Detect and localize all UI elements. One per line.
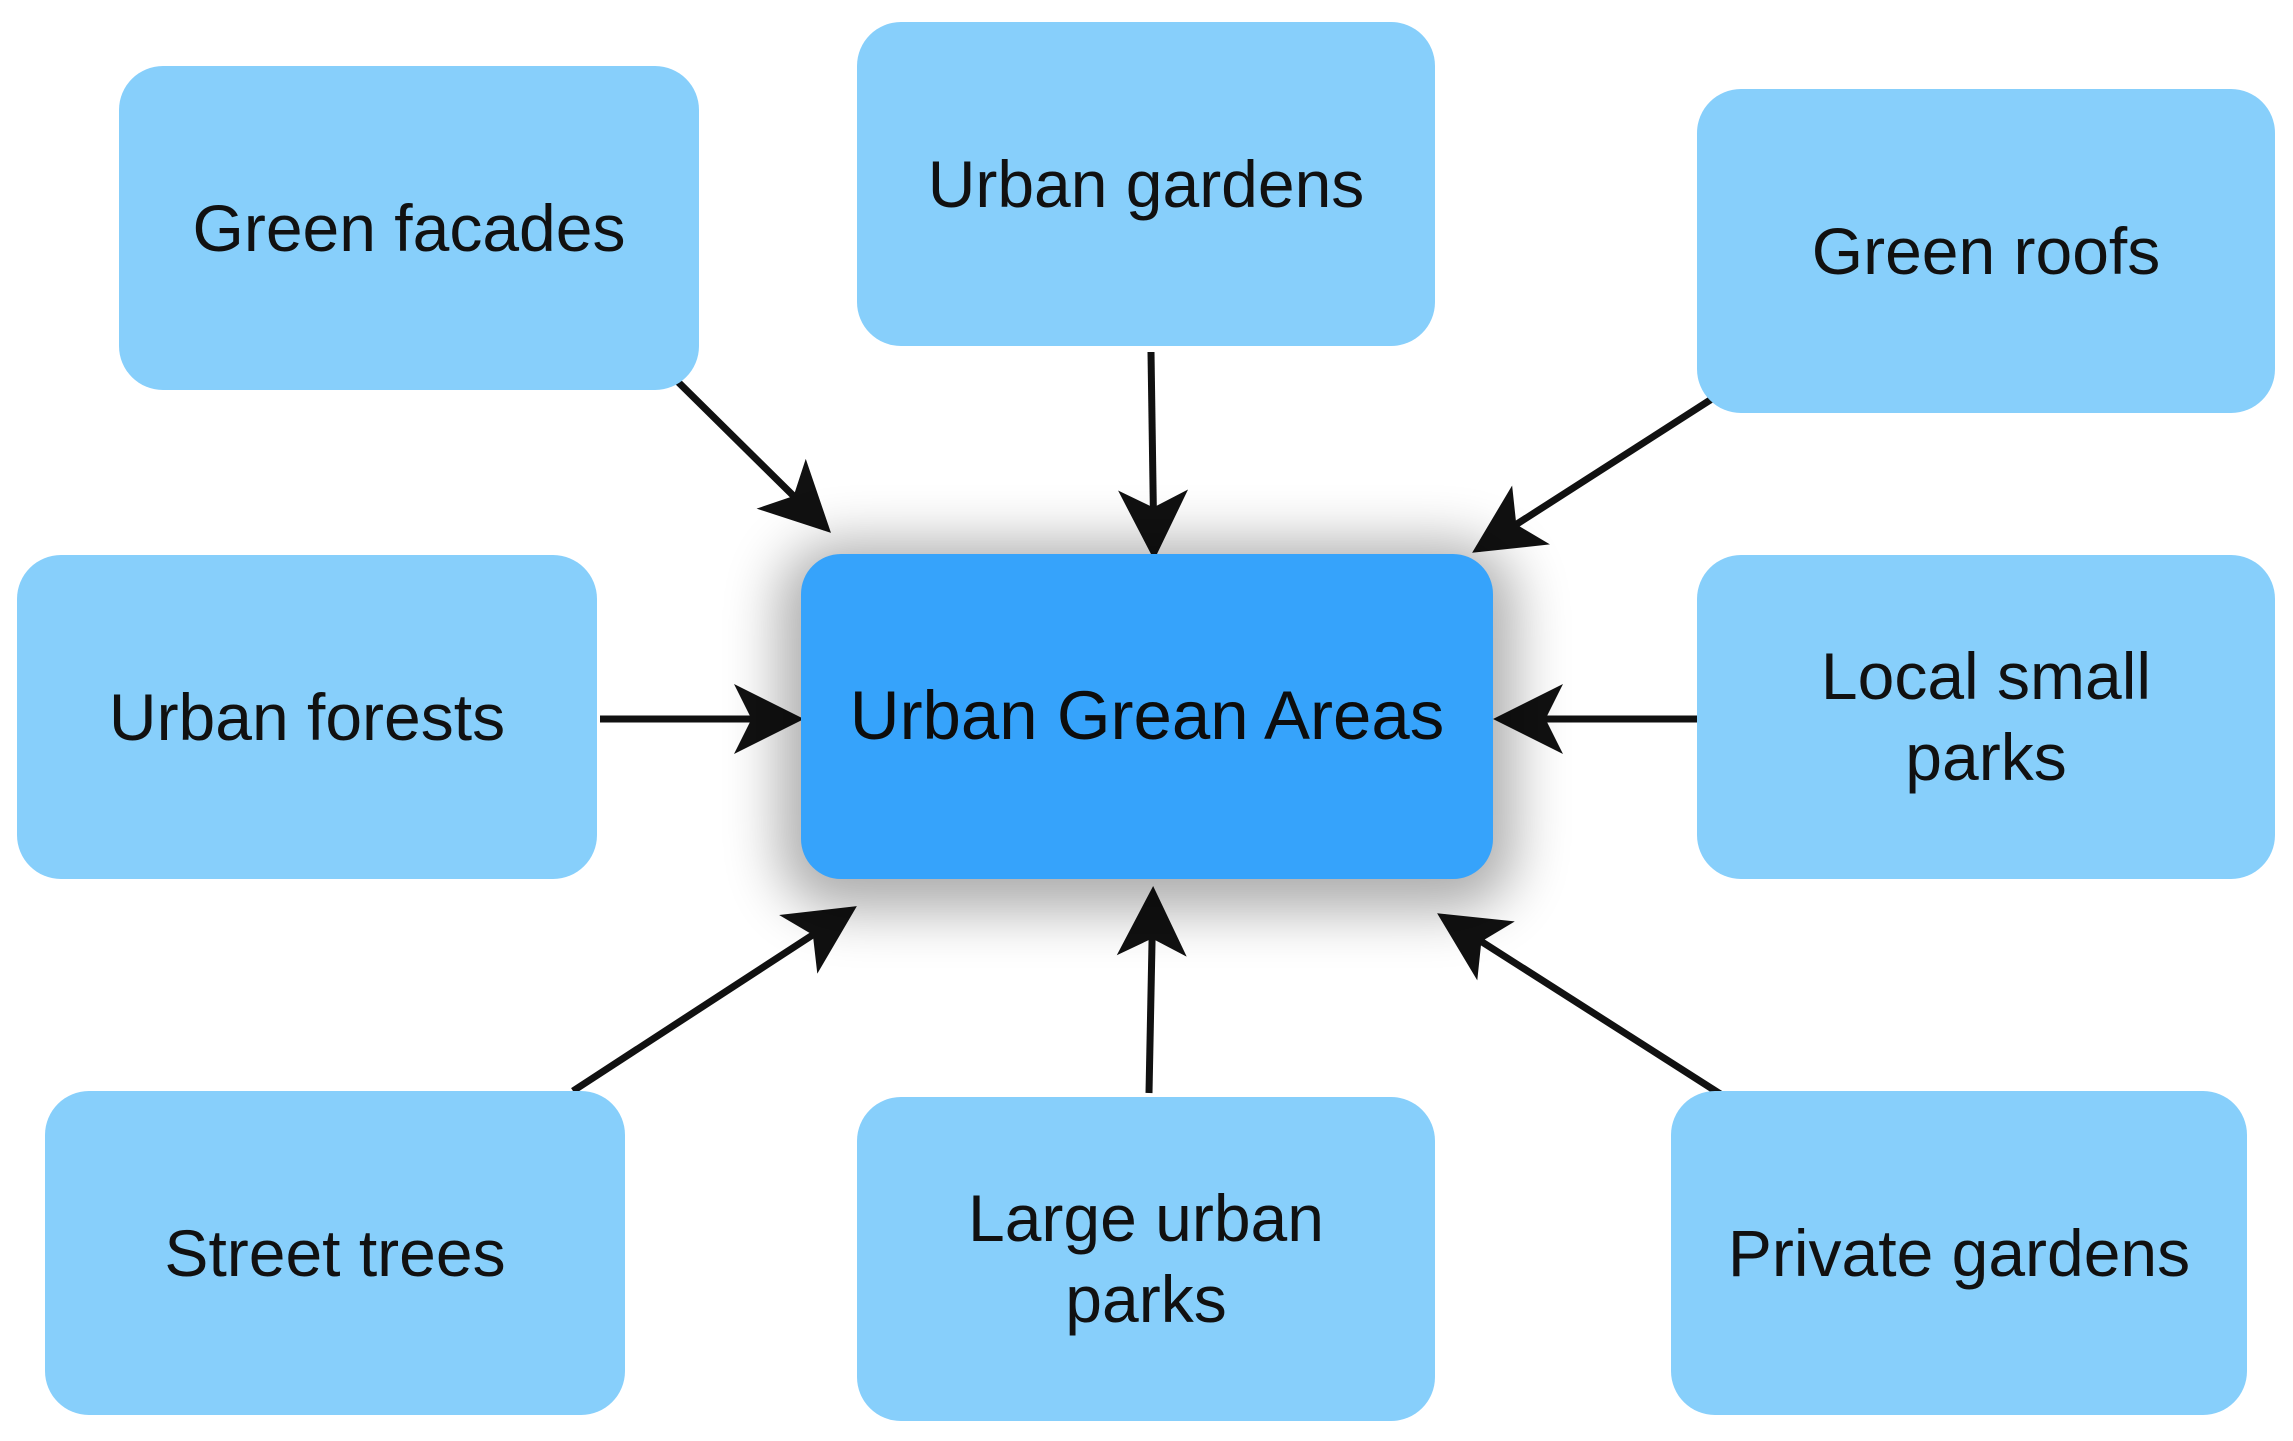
node-green-facades-label: Green facades: [192, 190, 626, 265]
arrow-green-roofs: [1472, 392, 1720, 553]
node-green-roofs-label: Green roofs: [1811, 213, 2161, 288]
node-local-small-parks-text: Local small parks: [1821, 636, 2151, 797]
node-local-small-parks: Local small parks: [1697, 555, 2275, 879]
arrow-private-gardens: [1437, 913, 1727, 1100]
arrow-urban-gardens: [1118, 351, 1189, 560]
node-green-roofs: Green roofs: [1697, 89, 2275, 413]
node-urban-gardens: Urban gardens: [857, 22, 1435, 346]
node-large-urban-parks-text: Large urban parks: [968, 1178, 1324, 1339]
node-large-urban-parks: Large urban parks: [857, 1097, 1435, 1421]
node-urban-green-areas: Urban Grean Areas: [801, 554, 1493, 879]
node-green-facades: Green facades: [119, 66, 699, 390]
arrow-large-urban-parks: [1116, 886, 1187, 1094]
arrow-green-facades: [665, 369, 831, 533]
center-label: Urban Grean Areas: [849, 677, 1445, 755]
node-street-trees-label: Street trees: [164, 1215, 506, 1290]
node-local-small-parks-line2: parks: [1905, 720, 2067, 794]
node-urban-forests: Urban forests: [17, 555, 597, 879]
node-private-gardens: Private gardens: [1671, 1091, 2247, 1415]
node-urban-gardens-label: Urban gardens: [927, 146, 1365, 221]
node-urban-forests-label: Urban forests: [108, 679, 506, 754]
arrow-street-trees: [571, 906, 857, 1094]
node-local-small-parks-line1: Local small: [1820, 639, 2152, 714]
node-street-trees: Street trees: [45, 1091, 625, 1415]
node-large-urban-parks-line1: Large urban: [968, 1181, 1324, 1256]
node-private-gardens-label: Private gardens: [1727, 1215, 2191, 1290]
node-large-urban-parks-line2: parks: [1065, 1262, 1227, 1336]
